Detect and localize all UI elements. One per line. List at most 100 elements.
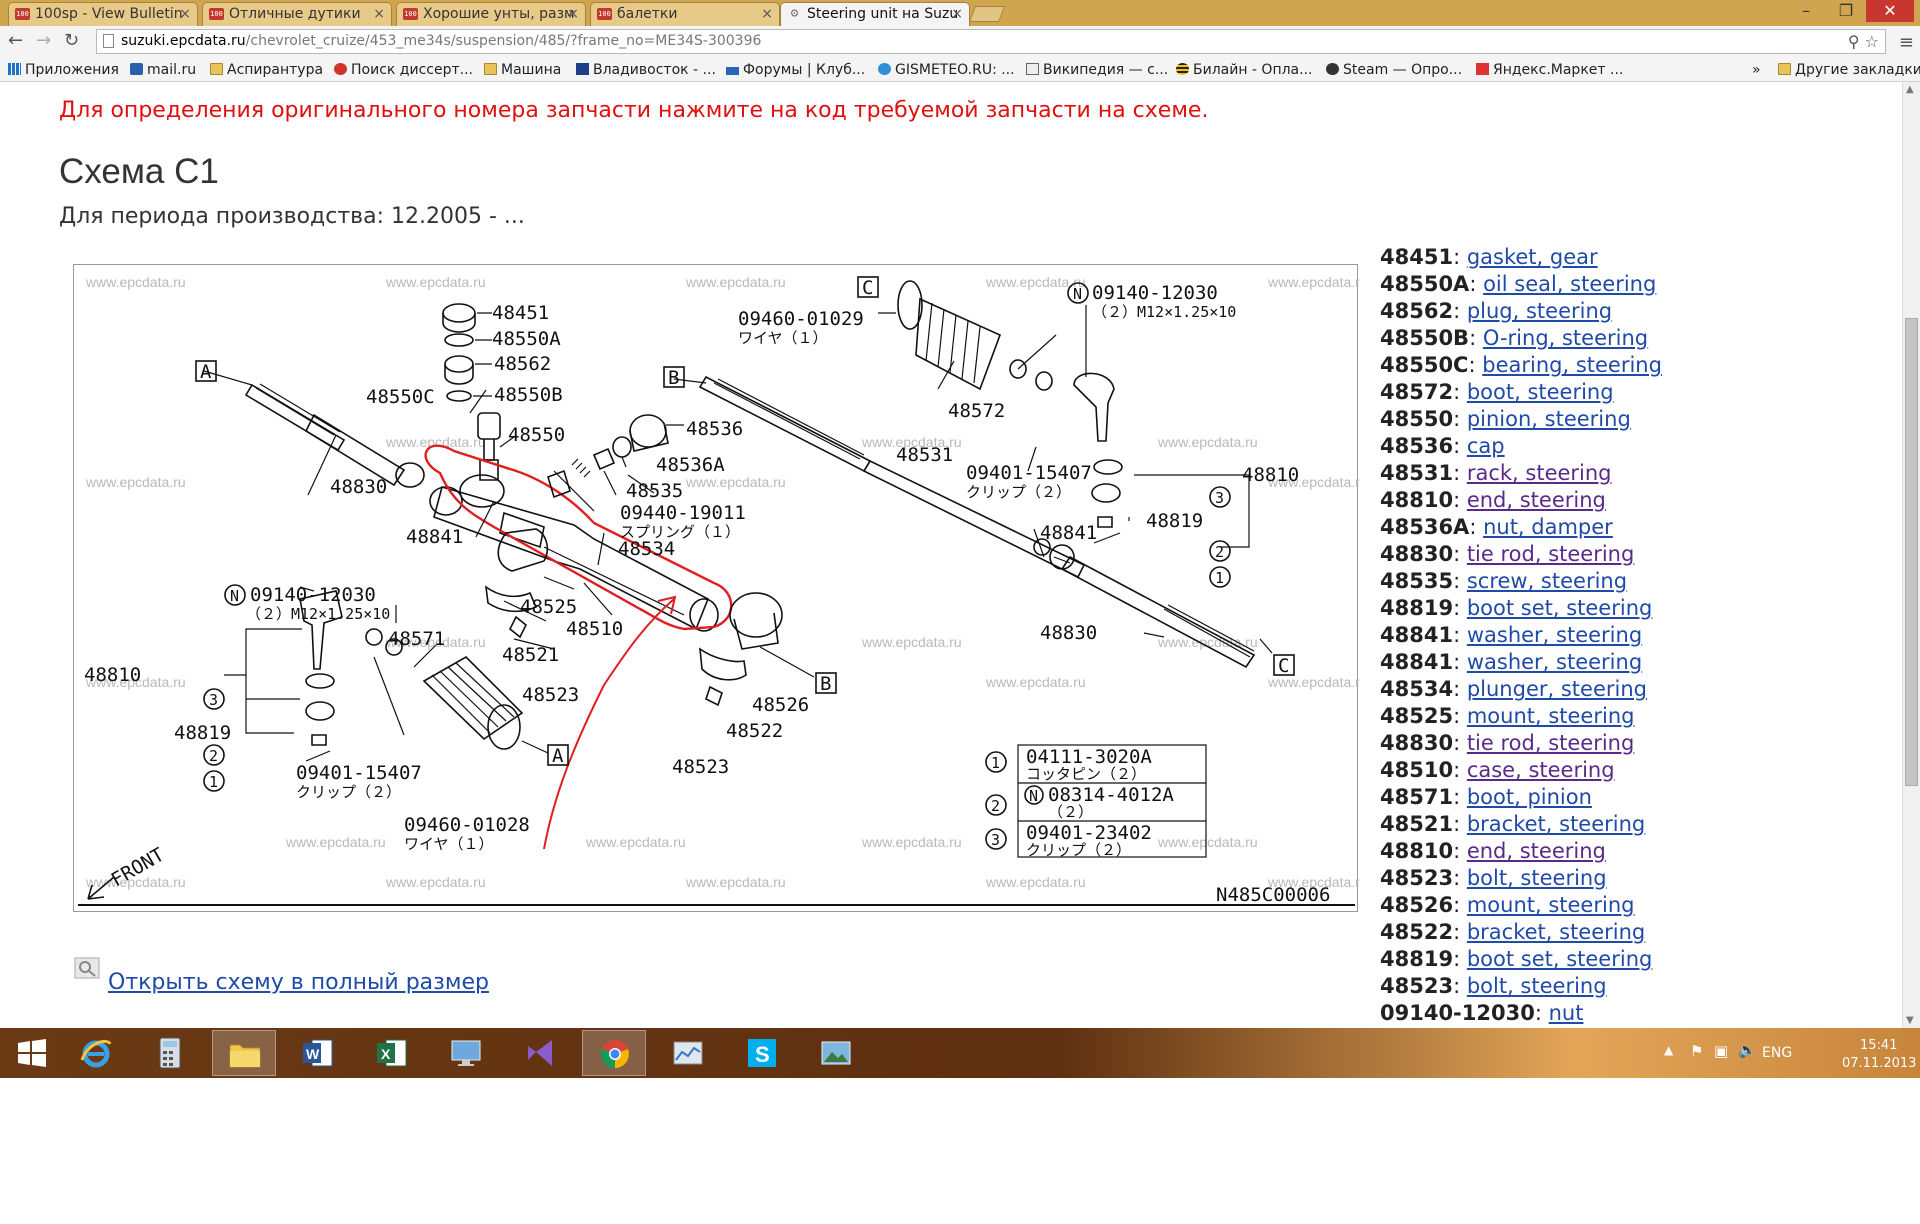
part-name-link[interactable]: end, steering <box>1466 839 1606 863</box>
part-name-link[interactable]: washer, steering <box>1466 623 1643 647</box>
label-09460-01028[interactable]: 09460-01028 <box>404 814 530 836</box>
label-48550c[interactable]: 48550C <box>366 386 435 408</box>
part-name-link[interactable]: O-ring, steering <box>1482 326 1649 350</box>
taskbar-skype[interactable]: S <box>730 1030 794 1076</box>
bookmark-wikipedia[interactable]: Википедия — с... <box>1026 58 1168 82</box>
part-name-link[interactable]: boot, pinion <box>1466 785 1592 809</box>
part-name-link[interactable]: mount, steering <box>1466 704 1635 728</box>
search-icon[interactable]: ⚲ <box>1847 32 1860 51</box>
bookmark-vladivostok[interactable]: Владивосток - ... <box>576 58 716 82</box>
scrollbar[interactable]: ▲ ▼ <box>1902 82 1920 1028</box>
clock-time[interactable]: 15:41 <box>1860 1038 1898 1053</box>
label-48531[interactable]: 48531 <box>896 444 953 466</box>
forward-icon[interactable]: → <box>36 30 52 51</box>
new-tab-button[interactable] <box>969 6 1005 22</box>
tab-dutiki[interactable]: 100 Отличные дутики × <box>202 2 392 26</box>
taskbar-internet-explorer[interactable] <box>64 1030 128 1076</box>
label-09460-01029[interactable]: 09460-01029 <box>738 308 864 330</box>
part-name-link[interactable]: bracket, steering <box>1466 920 1646 944</box>
label-09401-15407-right[interactable]: 09401-15407 <box>966 462 1092 484</box>
part-name-link[interactable]: bolt, steering <box>1466 866 1607 890</box>
open-full-size-link[interactable]: Открыть схему в полный размер <box>108 970 489 995</box>
label-48550a[interactable]: 48550A <box>492 328 561 350</box>
label-48535[interactable]: 48535 <box>626 480 683 502</box>
address-bar[interactable]: suzuki.epcdata.ru/chevrolet_cruize/453_m… <box>96 29 1886 54</box>
taskbar-remote-desktop[interactable] <box>434 1030 498 1076</box>
label-48562[interactable]: 48562 <box>494 353 551 375</box>
close-icon[interactable]: × <box>179 6 191 22</box>
label-48451[interactable]: 48451 <box>492 302 549 324</box>
close-icon[interactable]: × <box>373 6 385 22</box>
part-name-link[interactable]: screw, steering <box>1466 569 1628 593</box>
taskbar-visual-studio[interactable] <box>508 1030 572 1076</box>
clock-date[interactable]: 07.11.2013 <box>1842 1056 1917 1071</box>
part-name-link[interactable]: end, steering <box>1466 488 1606 512</box>
label-48810-right[interactable]: 48810 <box>1242 464 1299 486</box>
bookmark-apps[interactable]: Приложения <box>8 58 119 82</box>
taskbar-excel[interactable]: X <box>360 1030 424 1076</box>
taskbar-chrome[interactable] <box>582 1030 646 1076</box>
label-09440-19011[interactable]: 09440-19011 <box>620 502 746 524</box>
language-indicator[interactable]: ENG <box>1762 1045 1793 1061</box>
close-icon[interactable]: × <box>951 6 963 22</box>
label-48830-right[interactable]: 48830 <box>1040 622 1097 644</box>
tray-expand-icon[interactable]: ▲ <box>1664 1043 1674 1057</box>
bookmark-gismeteo[interactable]: GISMETEO.RU: ... <box>878 58 1015 82</box>
maximize-button[interactable]: ❐ <box>1838 1 1854 20</box>
bookmarks-overflow[interactable]: » <box>1752 62 1761 78</box>
scroll-thumb[interactable] <box>1905 318 1918 786</box>
action-center-icon[interactable]: ⚑ <box>1690 1042 1704 1060</box>
taskbar-file-explorer[interactable] <box>212 1030 276 1076</box>
legend-code-1[interactable]: 04111-3020A <box>1026 746 1152 768</box>
taskbar-photo-viewer[interactable] <box>804 1030 868 1076</box>
bookmark-poisk[interactable]: Поиск диссерт... <box>334 58 473 82</box>
taskbar-network-monitor[interactable] <box>656 1030 720 1076</box>
label-48510[interactable]: 48510 <box>566 618 623 640</box>
label-48830-left[interactable]: 48830 <box>330 476 387 498</box>
taskbar-calculator[interactable] <box>138 1030 202 1076</box>
tab-100sp-bulletin[interactable]: 100 100sp - View Bulletin × <box>8 2 198 26</box>
part-name-link[interactable]: boot, steering <box>1466 380 1614 404</box>
part-name-link[interactable]: tie rod, steering <box>1466 542 1635 566</box>
label-48841-right[interactable]: 48841 <box>1040 522 1097 544</box>
part-name-link[interactable]: pinion, steering <box>1466 407 1631 431</box>
menu-icon[interactable]: ≡ <box>1898 32 1914 53</box>
label-48819-right[interactable]: 48819 <box>1146 510 1203 532</box>
part-name-link[interactable]: bracket, steering <box>1466 812 1646 836</box>
back-icon[interactable]: ← <box>8 30 24 51</box>
scroll-up-icon[interactable]: ▲ <box>1906 84 1914 95</box>
label-48523-right[interactable]: 48523 <box>672 756 729 778</box>
bookmark-forums[interactable]: Форумы | Клуб... <box>726 58 865 82</box>
label-48819-left[interactable]: 48819 <box>174 722 231 744</box>
bookmark-aspirantura[interactable]: Аспирантура <box>210 58 323 82</box>
star-icon[interactable]: ☆ <box>1864 32 1879 51</box>
label-48525[interactable]: 48525 <box>520 596 577 618</box>
part-name-link[interactable]: nut <box>1548 1001 1584 1025</box>
part-name-link[interactable]: cap <box>1466 434 1505 458</box>
label-48534[interactable]: 48534 <box>618 538 675 560</box>
taskbar-word[interactable]: W <box>286 1030 350 1076</box>
part-name-link[interactable]: boot set, steering <box>1466 596 1653 620</box>
label-48550b[interactable]: 48550B <box>494 384 563 406</box>
other-bookmarks[interactable]: Другие закладки <box>1778 58 1920 82</box>
label-48522[interactable]: 48522 <box>726 720 783 742</box>
bookmark-yandex-market[interactable]: Яндекс.Маркет ... <box>1476 58 1623 82</box>
label-09140-12030-left[interactable]: 09140-12030 <box>250 584 376 606</box>
bookmark-mashina[interactable]: Машина <box>484 58 561 82</box>
part-name-link[interactable]: oil seal, steering <box>1483 272 1657 296</box>
part-name-link[interactable]: plug, steering <box>1466 299 1613 323</box>
label-48550[interactable]: 48550 <box>508 424 565 446</box>
close-icon[interactable]: × <box>567 6 579 22</box>
part-name-link[interactable]: bolt, steering <box>1466 974 1607 998</box>
parts-diagram[interactable]: www.epcdata.ru www.epcdata.ru www.epcdat… <box>73 264 1359 912</box>
part-name-link[interactable]: plunger, steering <box>1466 677 1647 701</box>
network-icon[interactable]: ▣ <box>1714 1042 1729 1060</box>
minimize-button[interactable]: – <box>1802 1 1810 20</box>
label-48572[interactable]: 48572 <box>948 400 1005 422</box>
part-name-link[interactable]: boot set, steering <box>1466 947 1653 971</box>
label-48521[interactable]: 48521 <box>502 644 559 666</box>
label-48536a[interactable]: 48536A <box>656 454 725 476</box>
bookmark-beeline[interactable]: Билайн - Опла... <box>1176 58 1313 82</box>
close-window-button[interactable]: ✕ <box>1866 0 1914 22</box>
tab-baletki[interactable]: 100 балетки × <box>590 2 780 26</box>
